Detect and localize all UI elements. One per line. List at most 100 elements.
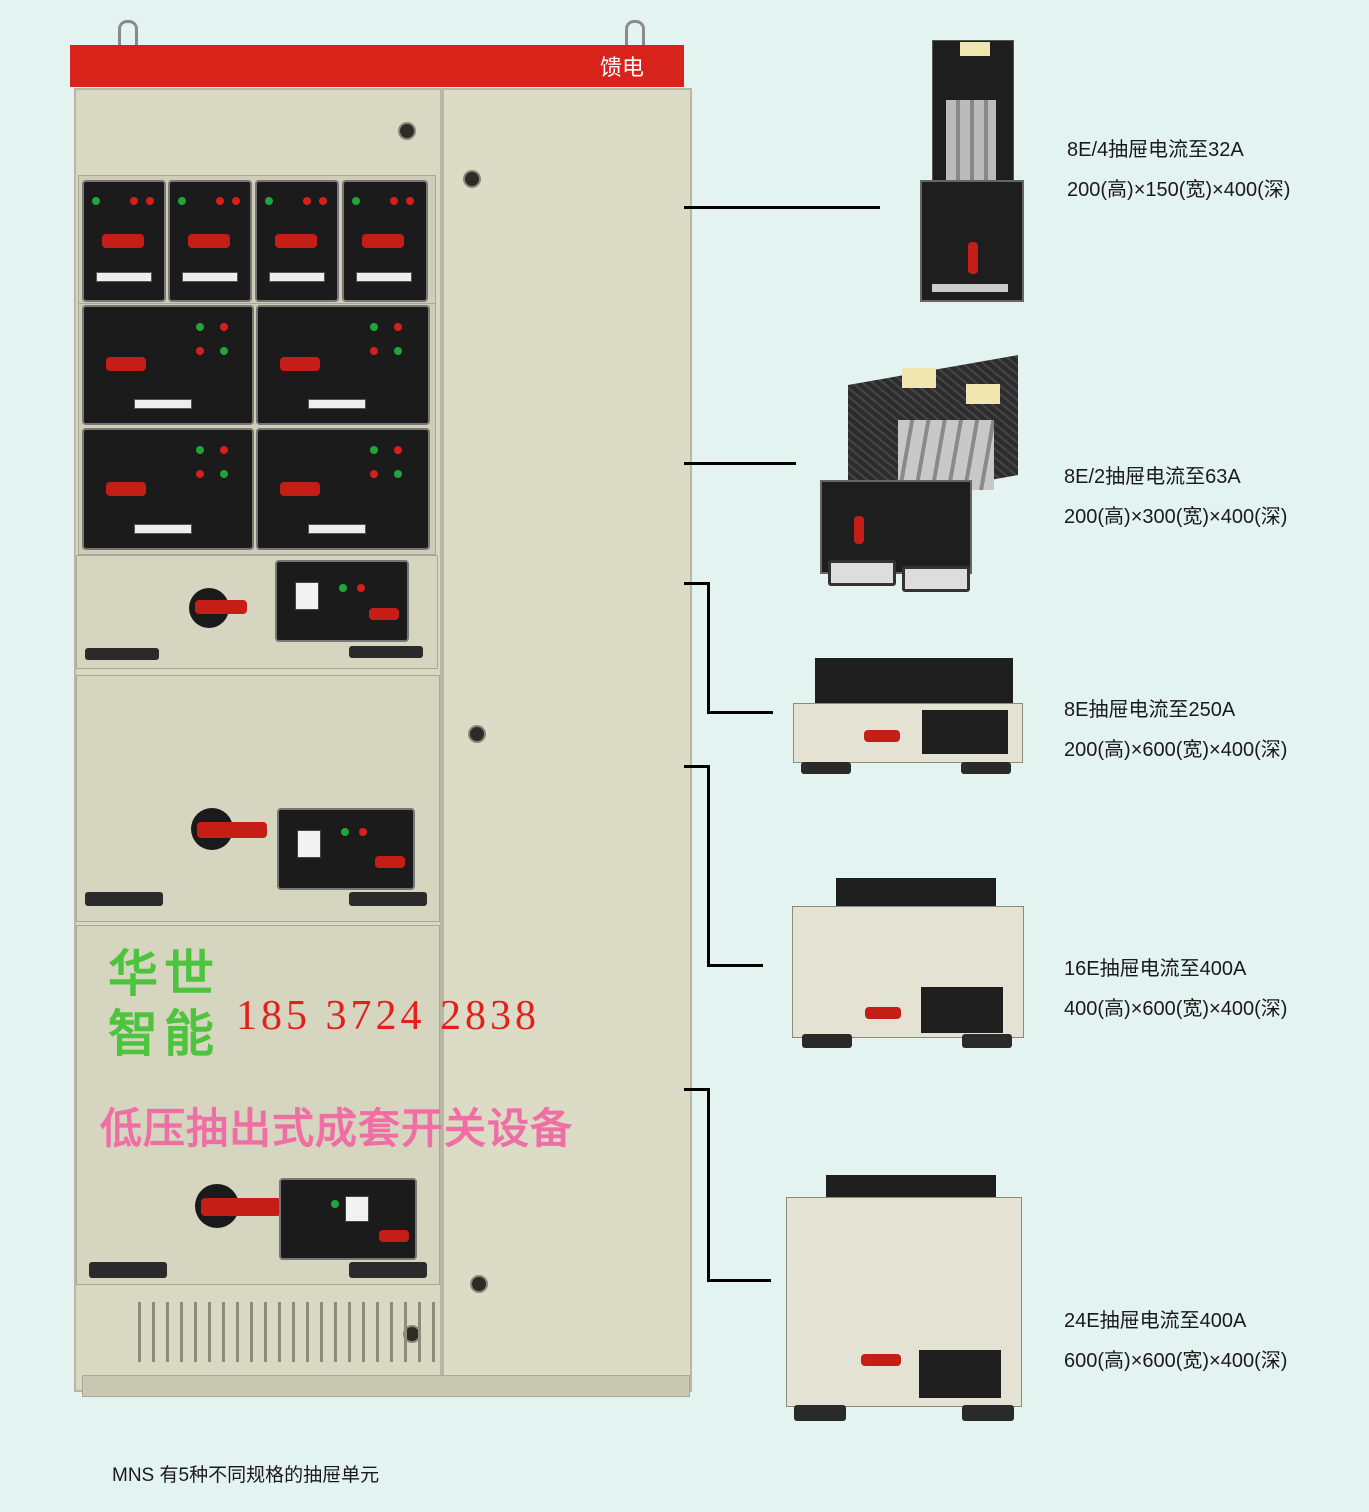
drawer-8e4-module[interactable] xyxy=(342,180,428,302)
leader-line xyxy=(707,1088,710,1282)
switch-handle xyxy=(968,242,978,274)
drawer-8e2-module[interactable] xyxy=(82,305,254,425)
green-indicator xyxy=(341,828,349,836)
switch-handle xyxy=(864,730,900,742)
watermark-product: 低压抽出式成套开关设备 xyxy=(100,1104,574,1153)
red-indicator xyxy=(232,197,240,205)
drawer-front-panel xyxy=(793,703,1023,763)
leader-line xyxy=(684,206,880,209)
leader-line xyxy=(707,582,710,714)
spec-16e: 16E抽屉电流至400A 400(高)×600(宽)×400(深) xyxy=(1064,949,1287,1029)
drawer-rail-handle xyxy=(902,566,970,592)
green-indicator xyxy=(394,470,402,478)
drawer-chassis xyxy=(836,878,996,908)
drawer-rail-handle xyxy=(961,762,1011,774)
drawer-rail-handle xyxy=(828,560,896,586)
label-plate xyxy=(134,399,192,409)
leader-line xyxy=(684,765,710,768)
drawer-rail-handle xyxy=(802,1034,852,1048)
switch-handle[interactable] xyxy=(379,1230,409,1242)
drawer-24e-front[interactable] xyxy=(76,925,440,1285)
green-indicator xyxy=(339,584,347,592)
red-indicator xyxy=(216,197,224,205)
drawer-rail-handle[interactable] xyxy=(89,1262,167,1278)
drawer-front-panel xyxy=(786,1197,1022,1407)
leader-line xyxy=(707,1279,771,1282)
red-indicator xyxy=(303,197,311,205)
red-indicator xyxy=(370,470,378,478)
watermark-phone: 185 3724 2838 xyxy=(236,993,540,1039)
drawer-rail-handle[interactable] xyxy=(349,892,427,906)
switch-handle[interactable] xyxy=(102,234,144,248)
drawer-rail-handle[interactable] xyxy=(85,648,159,660)
label-plate xyxy=(932,284,1008,292)
spec-name: 8E抽屉电流至250A xyxy=(1064,699,1236,721)
switch-handle[interactable] xyxy=(106,357,146,371)
red-indicator xyxy=(130,197,138,205)
green-indicator xyxy=(370,323,378,331)
green-indicator xyxy=(220,347,228,355)
switch-handle[interactable] xyxy=(201,1198,281,1216)
cabinet-base xyxy=(82,1375,690,1397)
red-indicator xyxy=(146,197,154,205)
drawer-8e4-module[interactable] xyxy=(168,180,252,302)
drawer-8e4-module[interactable] xyxy=(82,180,166,302)
switch-handle[interactable] xyxy=(280,482,320,496)
watermark-company-line2: 智能 xyxy=(108,1004,220,1063)
drawer-front-panel xyxy=(820,480,972,574)
drawer-8e4-module[interactable] xyxy=(255,180,339,302)
drawer-rail-handle[interactable] xyxy=(85,892,163,906)
switch-handle[interactable] xyxy=(188,234,230,248)
drawer-8e-image xyxy=(793,658,1023,778)
ventilation-grille xyxy=(138,1302,438,1362)
drawer-chassis xyxy=(826,1175,996,1199)
switch-handle[interactable] xyxy=(362,234,404,248)
watermark-company-line1: 华世 xyxy=(108,944,220,1003)
connector-block xyxy=(966,384,1000,404)
meter-panel xyxy=(919,1350,1001,1398)
switch-handle[interactable] xyxy=(280,357,320,371)
spec-8e4: 8E/4抽屉电流至32A 200(高)×150(宽)×400(深) xyxy=(1067,130,1290,210)
drawer-8e2-module[interactable] xyxy=(256,428,430,550)
switch-handle[interactable] xyxy=(275,234,317,248)
connector-block xyxy=(960,42,990,56)
meter-panel xyxy=(922,710,1008,754)
leader-line xyxy=(707,711,773,714)
leader-line xyxy=(707,765,710,967)
switch-handle xyxy=(861,1354,901,1366)
drawer-16e-image xyxy=(792,878,1024,1054)
switch-handle[interactable] xyxy=(375,856,405,868)
drawer-16e-front[interactable] xyxy=(76,675,440,922)
switch-handle[interactable] xyxy=(195,600,247,614)
label-plate xyxy=(269,272,325,282)
switch-handle[interactable] xyxy=(197,822,267,838)
switch-handle xyxy=(865,1007,901,1019)
leader-line xyxy=(684,582,710,585)
switch-handle[interactable] xyxy=(106,482,146,496)
spec-dims: 200(高)×300(宽)×400(深) xyxy=(1064,506,1288,528)
drawer-rail-handle[interactable] xyxy=(349,1262,427,1278)
red-indicator xyxy=(196,347,204,355)
door-screw xyxy=(398,122,416,140)
green-indicator xyxy=(331,1200,339,1208)
green-indicator xyxy=(196,446,204,454)
drawer-8e-front[interactable] xyxy=(76,555,438,669)
meter-panel xyxy=(921,987,1003,1033)
drawer-8e2-module[interactable] xyxy=(256,305,430,425)
ammeter xyxy=(297,830,321,858)
drawer-rail-handle[interactable] xyxy=(349,646,423,658)
green-indicator xyxy=(196,323,204,331)
drawer-front-panel xyxy=(792,906,1024,1038)
spec-dims: 600(高)×600(宽)×400(深) xyxy=(1064,1350,1288,1372)
red-indicator xyxy=(394,323,402,331)
switch-handle[interactable] xyxy=(369,608,399,620)
ammeter xyxy=(295,582,319,610)
door-screw xyxy=(470,1275,488,1293)
door-screw xyxy=(468,725,486,743)
drawer-rail-handle xyxy=(794,1405,846,1421)
door-screw xyxy=(463,170,481,188)
spec-dims: 400(高)×600(宽)×400(深) xyxy=(1064,998,1288,1020)
drawer-chassis xyxy=(815,658,1013,708)
ammeter xyxy=(345,1196,369,1222)
drawer-8e2-module[interactable] xyxy=(82,428,254,550)
